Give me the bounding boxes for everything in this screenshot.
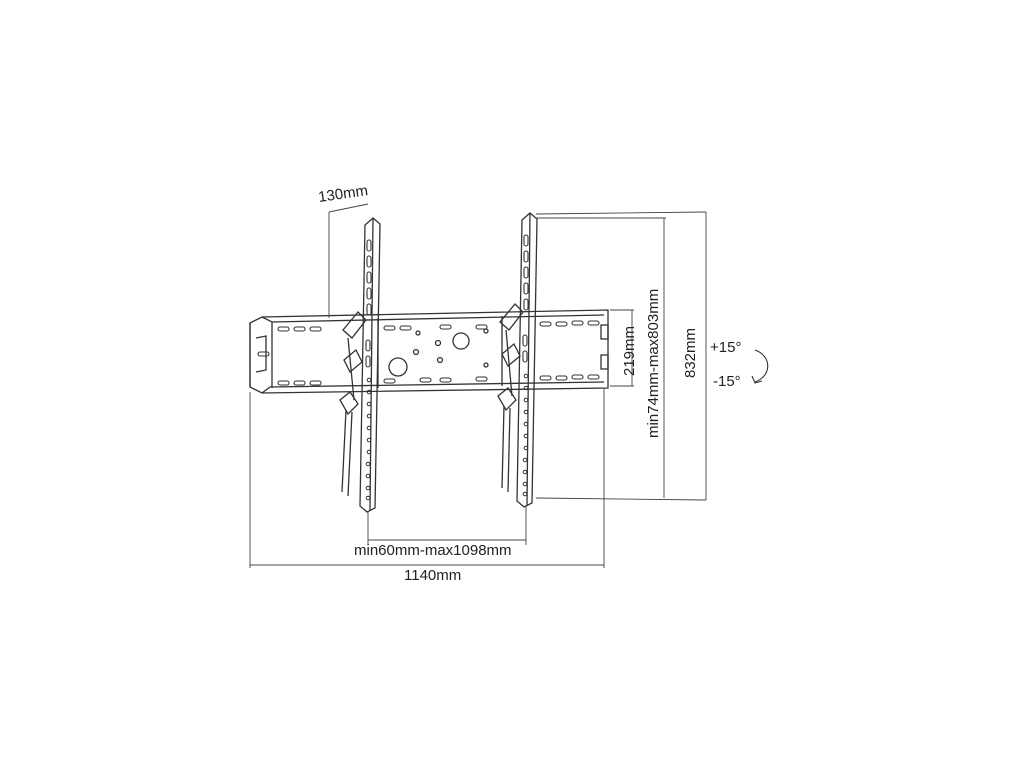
overall-height-label: 832mm — [682, 328, 699, 378]
overall-width-label: 1140mm — [404, 567, 461, 584]
arm-spacing-label: min60mm-max1098mm — [354, 542, 512, 559]
tilt-down-label: -15° — [713, 373, 741, 390]
vertical-adjust-label: 219mm — [621, 326, 638, 376]
dimension-lines — [249, 203, 707, 568]
right-arm-slots — [522, 234, 529, 363]
right-mounting-arm — [497, 212, 538, 508]
mount-depth-label: 130mm — [317, 182, 369, 206]
right-arm-holes — [522, 373, 529, 497]
left-arm-holes — [365, 377, 372, 501]
tilt-up-label: +15° — [710, 339, 741, 356]
tilt-rotation-arrow — [751, 349, 769, 384]
vesa-height-range-label: min74mm-max803mm — [645, 289, 662, 438]
wall-plate-slots — [257, 320, 600, 386]
wall-plate — [249, 309, 609, 394]
left-arm-slots — [365, 239, 372, 368]
left-mounting-arm — [339, 217, 381, 513]
